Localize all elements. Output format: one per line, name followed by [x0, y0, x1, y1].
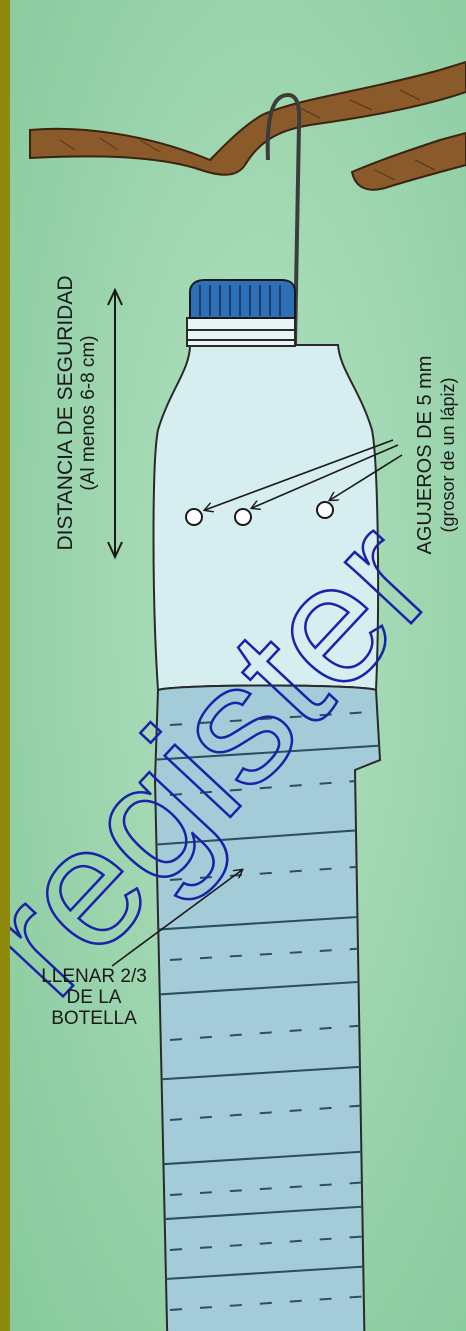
- wire-hook: [265, 92, 302, 346]
- holes-subtitle: (grosor de un lápiz): [438, 377, 458, 533]
- holes-label: AGUJEROS DE 5 mm (grosor de un lápiz): [414, 340, 459, 570]
- water: [153, 684, 382, 1331]
- hole-arrows: [205, 439, 403, 510]
- fill-line-2: DE LA: [66, 987, 122, 1008]
- safety-distance-subtitle: (Al menos 6-8 cm): [78, 335, 99, 491]
- fill-line-3: BOTELLA: [51, 1008, 137, 1029]
- tree-branch: [29, 60, 466, 191]
- fill-arrow: [111, 870, 242, 967]
- safety-distance-title: DISTANCIA DE SEGURIDAD: [54, 275, 77, 551]
- holes-title: AGUJEROS DE 5 mm: [414, 355, 436, 555]
- diagram-panel: register DISTANCIA DE SEGURIDAD (Al meno…: [10, 0, 466, 1331]
- trap-illustration: register: [10, 60, 466, 1331]
- safety-distance-label: DISTANCIA DE SEGURIDAD (Al menos 6-8 cm): [54, 268, 100, 558]
- hole-1: [185, 508, 203, 526]
- bottle-cap: [189, 279, 296, 319]
- safety-distance-arrow: [107, 287, 123, 560]
- fill-label: LLENAR 2/3 DE LA BOTELLA: [24, 966, 164, 1029]
- bottle-neck: [186, 317, 296, 347]
- left-frame-border: [0, 0, 10, 1331]
- hole-3: [316, 501, 334, 519]
- hole-2: [234, 508, 252, 526]
- fill-line-1: LLENAR 2/3: [41, 966, 147, 987]
